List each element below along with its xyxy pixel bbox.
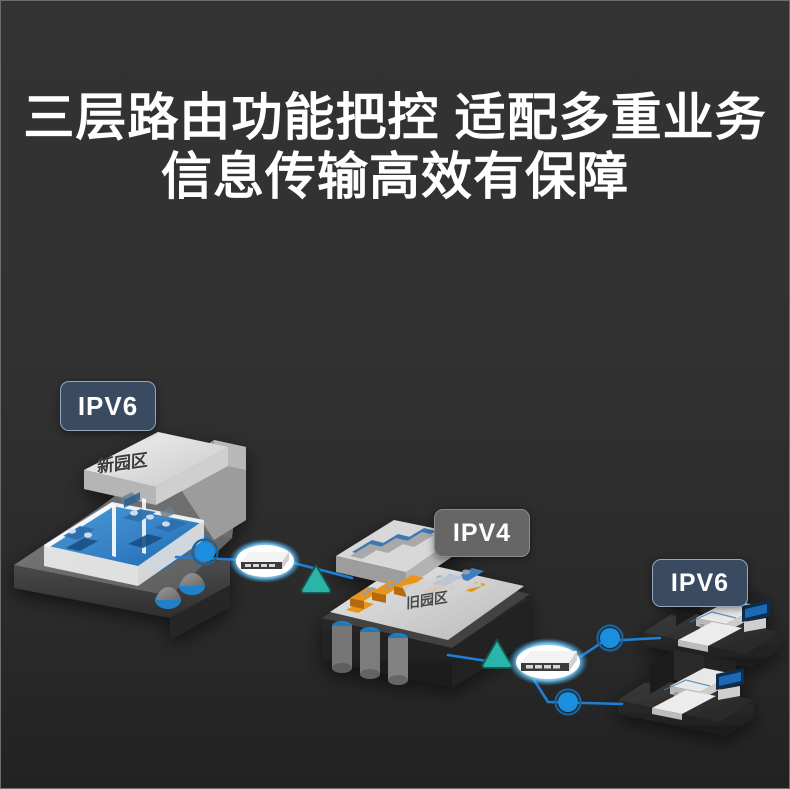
network-node [191, 538, 219, 566]
title-line-1: 三层路由功能把控 适配多重业务 [23, 89, 767, 146]
new-campus-domes [155, 572, 205, 609]
router-device-2 [508, 638, 588, 686]
triangle-marker-icon [300, 564, 332, 594]
router-device-1 [229, 539, 301, 583]
title-line-2: 信息传输高效有保障 [160, 148, 629, 206]
site-new-campus [14, 432, 246, 640]
badge-ipv6-right[interactable]: IPV6 [652, 559, 748, 607]
network-node [596, 624, 624, 652]
network-nodes [191, 538, 624, 716]
network-node [554, 688, 582, 716]
new-campus-interior [44, 492, 212, 586]
page-title: 三层路由功能把控 适配多重业务 信息传输高效有保障 [0, 88, 790, 206]
old-campus-columns [332, 621, 408, 685]
site-data-centers [618, 582, 780, 736]
badge-ipv4-mid[interactable]: IPV4 [434, 509, 530, 557]
network-markers [300, 564, 513, 669]
industrial-machines-orange [346, 575, 424, 613]
site-old-campus [322, 520, 530, 688]
badge-ipv6-left[interactable]: IPV6 [60, 381, 156, 431]
data-center-2 [618, 650, 754, 736]
